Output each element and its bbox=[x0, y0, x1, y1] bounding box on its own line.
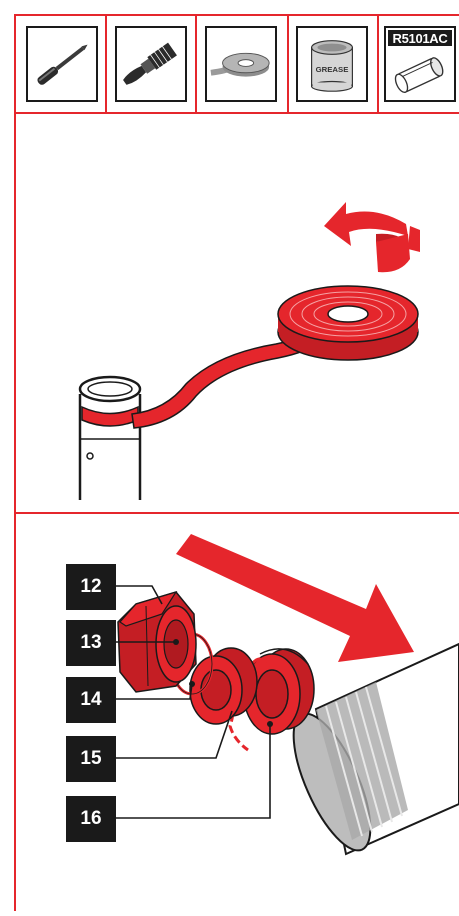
callout-14: 14 bbox=[66, 677, 116, 723]
threaded-pipe bbox=[80, 377, 140, 500]
tape-roll bbox=[278, 286, 418, 360]
assembly-direction-arrow-icon bbox=[176, 534, 414, 662]
step2-panel bbox=[16, 114, 459, 512]
tool-sleeve: R5101AC bbox=[377, 16, 459, 112]
callout-15: 15 bbox=[66, 736, 116, 782]
tool-divider-1 bbox=[105, 14, 107, 114]
paintbrush-icon bbox=[117, 27, 185, 101]
tool-screwdriver bbox=[19, 16, 105, 112]
tape-roll-icon bbox=[207, 27, 275, 101]
tool-divider-2 bbox=[195, 14, 197, 114]
rotate-direction-arrow-icon bbox=[324, 202, 420, 272]
tool-tape bbox=[198, 16, 284, 112]
callout-16: 16 bbox=[66, 796, 116, 842]
grease-label: GREASE bbox=[316, 65, 349, 74]
tool-code-label: R5101AC bbox=[388, 30, 452, 46]
callout-13: 13 bbox=[66, 620, 116, 666]
tape-wrap-illustration bbox=[16, 114, 459, 512]
callout-12: 12 bbox=[66, 564, 116, 610]
step3-panel: 12 13 14 15 16 bbox=[16, 514, 459, 911]
screwdriver-icon bbox=[28, 27, 96, 101]
tool-paintbrush bbox=[108, 16, 194, 112]
grease-can-icon: GREASE bbox=[298, 27, 366, 101]
tool-grease: GREASE bbox=[289, 16, 375, 112]
